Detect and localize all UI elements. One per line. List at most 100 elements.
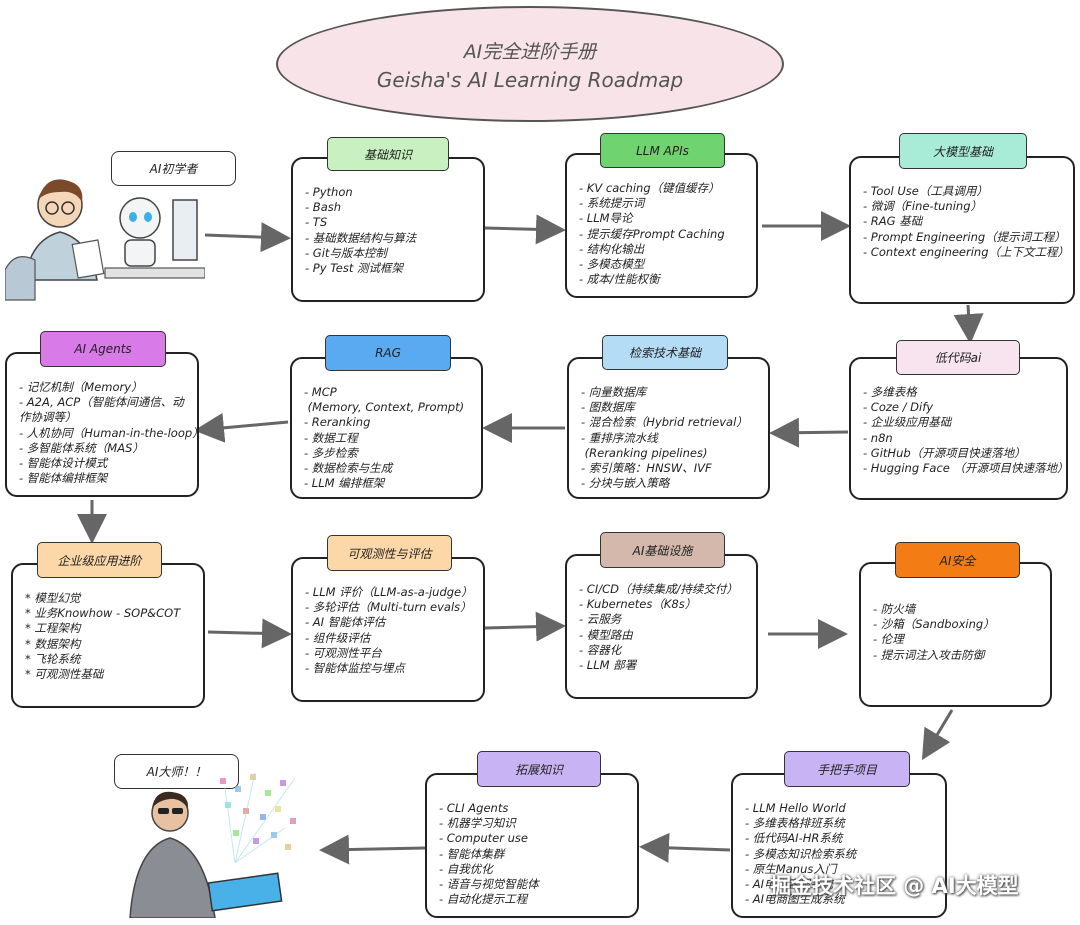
list-item: - Hugging Face （开源项目快速落地） (863, 461, 1069, 476)
title-oval: AI完全进阶手册 Geisha's AI Learning Roadmap (276, 6, 784, 122)
list-item: - 多维表格排班系统 (745, 816, 845, 831)
observability-box: - LLM 评价（LLM-as-a-judge）- 多轮评估（Multi-tur… (291, 557, 485, 702)
list-item: - 原生Manus入门 (745, 861, 837, 876)
arrow-enterprise-observability (207, 618, 292, 649)
list-item: - KV caching（键值缓存） (579, 181, 720, 195)
list-item: (Memory, Context, Prompt) (304, 400, 465, 415)
lowcode-box: - 多维表格- Coze / Dify- 企业级应用基础- n8n- GitHu… (849, 357, 1069, 500)
basics-tag: 基础知识 (327, 137, 449, 171)
extended-box: - CLI Agents- 机器学习知识- Computer use- 智能体集… (425, 773, 639, 918)
list-item: * 模型幻觉 (25, 591, 81, 605)
list-item: * 飞轮系统 (25, 651, 81, 666)
agents-list: - 记忆机制（Memory）- A2A, ACP（智能体间通信、动作协调等）- … (19, 380, 204, 486)
title-line-2: Geisha's AI Learning Roadmap (376, 67, 684, 92)
projects-list: - LLM Hello World- 多维表格排班系统- 低代码AI-HR系统-… (745, 801, 935, 907)
list-item: - 企业级应用基础 (863, 415, 952, 430)
list-item: - Context engineering（上下文工程） (863, 244, 1070, 259)
watermark: 掘金技术社区 @ AI大模型 (770, 874, 1019, 898)
list-item: - 智能体监控与埋点 (305, 661, 405, 676)
list-item: - 多智能体系统（MAS） (19, 440, 144, 455)
llm-basics-list: - Tool Use（工具调用）- 微调（Fine-tuning）- RAG 基… (863, 184, 1070, 260)
list-item: 作协调等） (19, 410, 77, 425)
list-item: - 混合检索（Hybrid retrieval） (581, 415, 748, 430)
list-item: - LLM 编排框架 (304, 476, 385, 491)
arrow-security-projects (921, 709, 954, 761)
list-item: - Coze / Dify (863, 400, 934, 415)
list-item: - 成本/性能权衡 (579, 272, 660, 287)
list-item: - 多模态知识检索系统 (745, 846, 857, 861)
list-item: - 系统提示词 (579, 196, 645, 211)
list-item: - Python (305, 185, 353, 199)
list-item: - Kubernetes（K8s） (579, 597, 697, 612)
list-item: - 智能体编排框架 (19, 471, 108, 486)
lowcode-list: - 多维表格- Coze / Dify- 企业级应用基础- n8n- GitHu… (863, 385, 1069, 476)
title-line-1: AI完全进阶手册 (463, 40, 597, 63)
list-item: - 机器学习知识 (439, 816, 516, 831)
list-item: - 云服务 (579, 612, 622, 627)
llm-basics-box: - Tool Use（工具调用）- 微调（Fine-tuning）- RAG 基… (849, 156, 1075, 304)
list-item: - Tool Use（工具调用） (863, 184, 988, 198)
list-item: - LLM 评价（LLM-as-a-judge） (305, 585, 473, 599)
list-item: - 数据工程 (304, 430, 358, 445)
extended-list: - CLI Agents- 机器学习知识- Computer use- 智能体集… (439, 801, 627, 907)
list-item: - Py Test 测试框架 (305, 261, 404, 276)
master-illustration (129, 772, 296, 918)
list-item: - 多维表格 (863, 385, 917, 399)
list-item: - 图数据库 (581, 400, 635, 415)
arrow-llmbasics-lowcode (953, 304, 984, 344)
list-item: - n8n (863, 430, 893, 445)
arrow-extended-master (319, 834, 426, 865)
list-item: - 索引策略：HNSW、IVF (581, 461, 712, 476)
basics-list: - Python- Bash- TS- 基础数据结构与算法- Git与版本控制-… (305, 185, 473, 276)
infra-list: - CI/CD（持续集成/持续交付）- Kubernetes（K8s）- 云服务… (579, 582, 746, 673)
llm-apis-box: - KV caching（键值缓存）- 系统提示词- LLM导论- 提示缓存Pr… (565, 153, 758, 298)
arrow-projects-extended (639, 832, 731, 863)
list-item: - 可观测性平台 (305, 645, 382, 660)
security-box: - 防火墙- 沙箱（Sandboxing）- 伦理- 提示词注入攻击防御 (859, 562, 1052, 707)
list-item: - AI电商图生成系统 (745, 892, 845, 907)
list-item: - 结构化输出 (579, 241, 645, 256)
list-item: - Bash (305, 200, 342, 215)
retrieval-box: - 向量数据库- 图数据库- 混合检索（Hybrid retrieval）- 重… (567, 357, 770, 499)
list-item: - 记忆机制（Memory） (19, 380, 143, 394)
rag-tag: RAG (325, 335, 451, 371)
list-item: - 多步检索 (304, 445, 358, 460)
list-item: - 向量数据库 (581, 385, 647, 399)
list-item: - 微调（Fine-tuning） (863, 199, 982, 214)
list-item: - 多模态模型 (579, 257, 645, 272)
list-item: - 智能体设计模式 (19, 456, 108, 471)
lowcode-tag: 低代码ai (896, 340, 1020, 375)
list-item: - MCP (304, 385, 337, 399)
list-item: * 工程架构 (25, 621, 81, 636)
infra-box: - CI/CD（持续集成/持续交付）- Kubernetes（K8s）- 云服务… (565, 554, 758, 699)
enterprise-list: * 模型幻觉* 业务Knowhow - SOP&COT* 工程架构* 数据架构*… (25, 591, 193, 682)
list-item: - 伦理 (873, 632, 904, 647)
observability-tag: 可观测性与评估 (327, 535, 452, 571)
list-item: - 低代码AI-HR系统 (745, 831, 843, 846)
list-item: - AI 智能体评估 (305, 615, 386, 630)
enterprise-tag: 企业级应用进阶 (37, 542, 162, 578)
list-item: - Computer use (439, 831, 528, 846)
arrow-basics-llmapis (484, 214, 566, 245)
list-item: - GitHub（开源项目快速落地） (863, 445, 1026, 460)
list-item: - 重排序流水线 (581, 430, 658, 445)
list-item: - RAG 基础 (863, 214, 923, 229)
list-item: (Reranking pipelines) (581, 445, 708, 460)
list-item: - Git与版本控制 (305, 245, 387, 260)
enterprise-box: * 模型幻觉* 业务Knowhow - SOP&COT* 工程架构* 数据架构*… (11, 563, 205, 708)
list-item: - Reranking (304, 415, 371, 430)
retrieval-tag: 检索技术基础 (602, 335, 728, 370)
extended-tag: 拓展知识 (477, 751, 601, 787)
list-item: - 多轮评估（Multi-turn evals） (305, 600, 472, 615)
list-item: * 数据架构 (25, 636, 81, 651)
list-item: - 沙箱（Sandboxing） (873, 617, 995, 632)
list-item: - 人机协同（Human-in-the-loop） (19, 425, 204, 440)
list-item: - 提示词注入攻击防御 (873, 647, 985, 662)
list-item: - 容器化 (579, 642, 622, 657)
list-item: - LLM导论 (579, 211, 633, 226)
list-item: * 业务Knowhow - SOP&COT (25, 606, 181, 621)
infra-tag: AI基础设施 (600, 532, 725, 568)
agents-tag: AI Agents (40, 331, 166, 367)
list-item: - 模型路由 (579, 627, 633, 642)
